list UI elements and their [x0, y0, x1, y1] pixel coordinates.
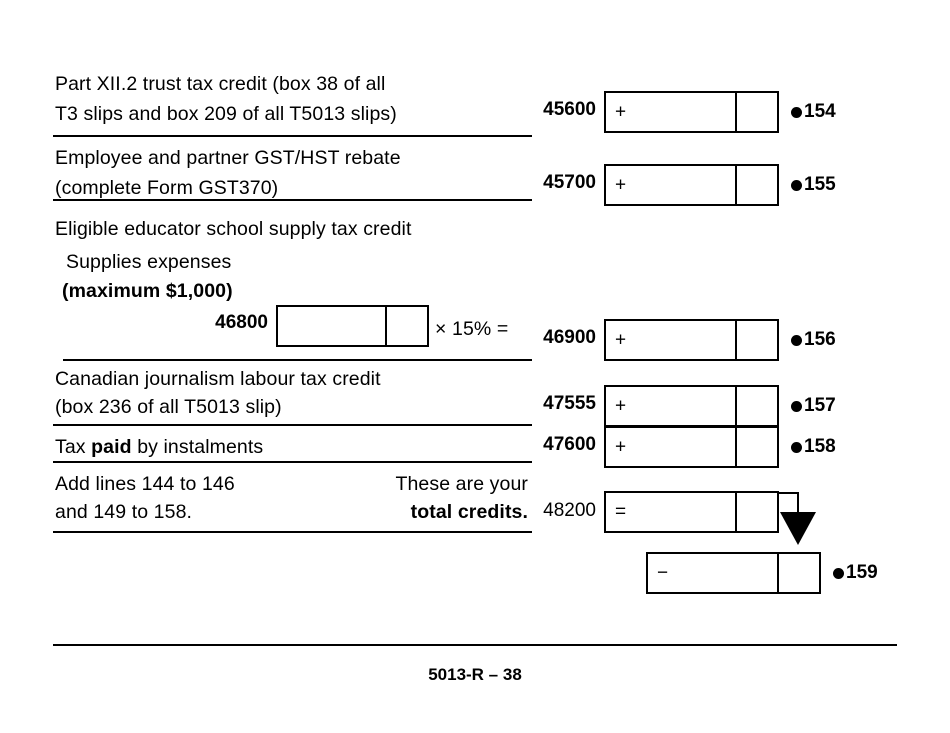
line-number-155: 155	[791, 174, 836, 196]
amount-box-45700[interactable]: +	[604, 164, 779, 206]
operator-plus-45600: +	[615, 101, 627, 123]
amount-box-47555[interactable]: +	[604, 385, 779, 427]
line-number-label-156: 156	[804, 329, 836, 350]
note-total-credits-line1: These are your	[395, 473, 528, 495]
field-code-46800: 46800	[215, 312, 268, 333]
operator-minus-159: −	[657, 562, 669, 584]
cents-divider-159	[777, 554, 779, 592]
line-number-label-155: 155	[804, 174, 836, 195]
row-label-part-xii2-line1: Part XII.2 trust tax credit (box 38 of a…	[55, 73, 386, 95]
multiplier-label-15-percent: × 15% =	[435, 318, 509, 340]
line-number-154: 154	[791, 101, 836, 123]
separator-rule-5	[53, 461, 532, 463]
row-label-gst-rebate-line2: (complete Form GST370)	[55, 177, 279, 199]
field-code-45700: 45700	[543, 172, 596, 193]
bullet-icon-154	[791, 106, 802, 118]
row-label-gst-rebate-line1: Employee and partner GST/HST rebate	[55, 147, 401, 169]
separator-rule-4	[53, 424, 532, 426]
amount-box-45600[interactable]: +	[604, 91, 779, 133]
footer-form-id: 5013-R – 38	[428, 665, 522, 684]
operator-plus-47555: +	[615, 395, 627, 417]
bullet-icon-157	[791, 400, 802, 412]
field-code-48200: 48200	[543, 500, 596, 521]
bullet-icon-155	[791, 179, 802, 191]
tax-paid-prefix: Tax	[55, 436, 92, 458]
line-number-158: 158	[791, 436, 836, 458]
line-number-157: 157	[791, 395, 836, 417]
line-number-label-158: 158	[804, 436, 836, 457]
line-number-156: 156	[791, 329, 836, 351]
tax-paid-suffix: by instalments	[131, 436, 264, 458]
operator-plus-47600: +	[615, 436, 627, 458]
row-label-part-xii2-line2: T3 slips and box 209 of all T5013 slips)	[55, 103, 397, 125]
separator-rule-3	[63, 359, 532, 361]
cents-divider-47600	[735, 428, 737, 466]
separator-rule-1	[53, 135, 532, 137]
amount-box-line-159[interactable]: −	[646, 552, 821, 594]
line-number-label-159: 159	[846, 562, 878, 583]
field-code-47555: 47555	[543, 393, 596, 414]
connector-horizontal	[779, 492, 798, 494]
row-label-journalism-line2: (box 236 of all T5013 slip)	[55, 396, 282, 418]
row-label-supplies-maximum: (maximum $1,000)	[62, 280, 233, 302]
connector-vertical	[797, 492, 799, 513]
separator-rule-6	[53, 531, 532, 533]
amount-box-46800[interactable]	[276, 305, 429, 347]
cents-divider-47555	[735, 387, 737, 425]
line-number-label-157: 157	[804, 395, 836, 416]
amount-box-46900[interactable]: +	[604, 319, 779, 361]
separator-rule-2	[53, 199, 532, 201]
row-label-tax-paid-instalments: Tax paid by instalments	[55, 432, 263, 463]
tax-paid-bold: paid	[91, 436, 132, 458]
footer-separator-rule	[53, 644, 897, 646]
operator-plus-45700: +	[615, 174, 627, 196]
bullet-icon-156	[791, 334, 802, 346]
field-code-45600: 45600	[543, 99, 596, 120]
line-number-159: 159	[833, 562, 878, 584]
operator-equals-48200: =	[615, 501, 627, 523]
row-label-add-lines-1: Add lines 144 to 146	[55, 473, 235, 495]
cents-divider-46900	[735, 321, 737, 359]
field-code-47600: 47600	[543, 434, 596, 455]
field-code-46900: 46900	[543, 327, 596, 348]
cents-divider-46800	[385, 307, 387, 345]
row-label-add-lines-2: and 149 to 158.	[55, 501, 193, 523]
amount-box-48200[interactable]: =	[604, 491, 779, 533]
cents-divider-48200	[735, 493, 737, 531]
operator-plus-46900: +	[615, 329, 627, 351]
section-heading-educator-supply: Eligible educator school supply tax cred…	[55, 218, 412, 240]
cents-divider-45700	[735, 166, 737, 204]
amount-box-47600[interactable]: +	[604, 426, 779, 468]
connector-arrow-icon	[780, 512, 816, 545]
row-label-journalism-line1: Canadian journalism labour tax credit	[55, 368, 381, 390]
row-label-supplies-expenses: Supplies expenses	[66, 251, 232, 273]
cents-divider-45600	[735, 93, 737, 131]
bullet-icon-158	[791, 441, 802, 453]
bullet-icon-159	[833, 567, 844, 579]
line-number-label-154: 154	[804, 101, 836, 122]
note-total-credits-line2: total credits.	[410, 501, 528, 523]
